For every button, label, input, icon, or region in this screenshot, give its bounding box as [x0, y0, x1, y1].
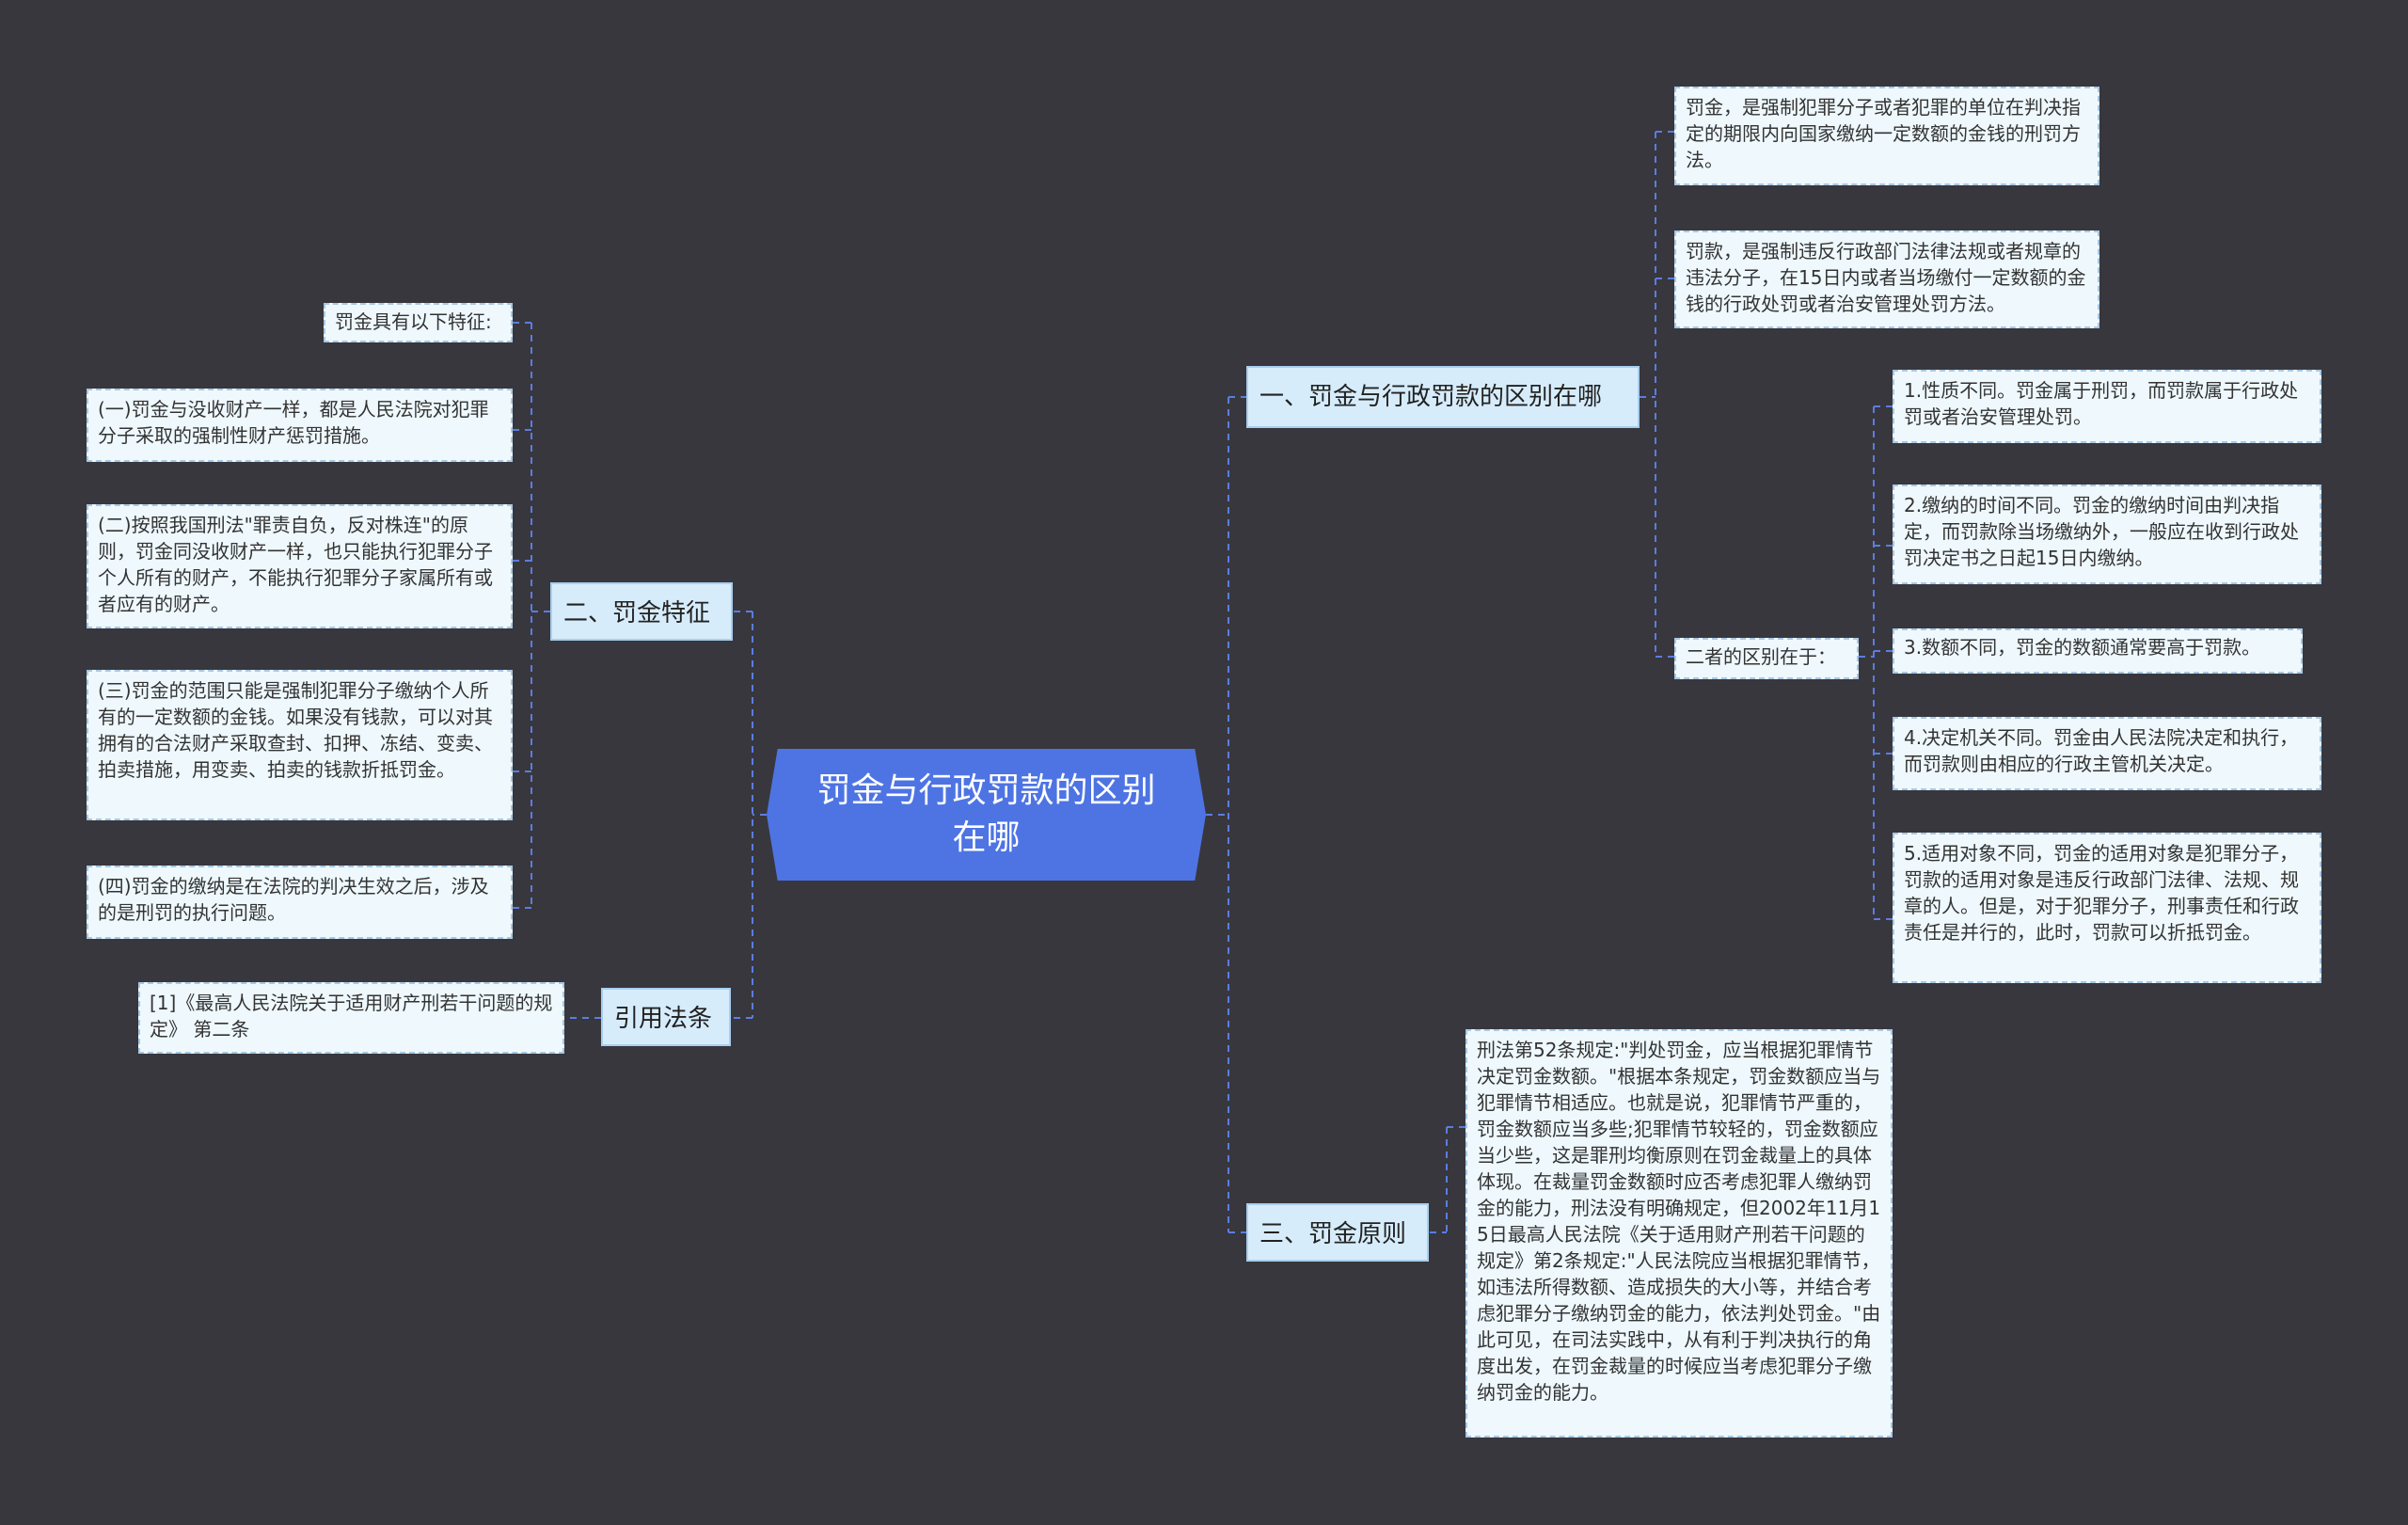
branch-difference[interactable]: 一、罚金与行政罚款的区别在哪: [1246, 366, 1640, 428]
leaf-diff-3[interactable]: 3.数额不同，罚金的数额通常要高于罚款。: [1893, 628, 2303, 674]
leaf-diff-2[interactable]: 2.缴纳的时间不同。罚金的缴纳时间由判决指定，而罚款除当场缴纳外，一般应在收到行…: [1893, 485, 2321, 584]
leaf-feature-2[interactable]: (二)按照我国刑法"罪责自负，反对株连"的原则，罚金同没收财产一样，也只能执行犯…: [87, 504, 513, 628]
leaf-principle-text-box[interactable]: 刑法第52条规定:"判处罚金，应当根据犯罪情节决定罚金数额。"根据本条规定，罚金…: [1465, 1029, 1893, 1438]
leaf-principle-text: 刑法第52条规定:"判处罚金，应当根据犯罪情节决定罚金数额。"根据本条规定，罚金…: [1477, 1039, 1881, 1404]
branch-features-label: 二、罚金特征: [563, 599, 711, 627]
leaf-feature-2-text: (二)按照我国刑法"罪责自负，反对株连"的原则，罚金同没收财产一样，也只能执行犯…: [98, 514, 493, 615]
branch-principle[interactable]: 三、罚金原则: [1246, 1203, 1429, 1262]
leaf-feature-4[interactable]: (四)罚金的缴纳是在法院的判决生效之后，涉及的是刑罚的执行问题。: [87, 866, 513, 939]
leaf-fajin-definition-text: 罚金，是强制犯罪分子或者犯罪的单位在判决指定的期限内向国家缴纳一定数额的金钱的刑…: [1686, 96, 2081, 171]
leaf-law-citation-text: [1]《最高人民法院关于适用财产刑若干问题的规定》 第二条: [150, 992, 553, 1040]
leaf-law-citation[interactable]: [1]《最高人民法院关于适用财产刑若干问题的规定》 第二条: [138, 982, 564, 1054]
branch-difference-label: 一、罚金与行政罚款的区别在哪: [1259, 383, 1603, 411]
leaf-fakuan-definition-text: 罚款，是强制违反行政部门法律法规或者规章的违法分子，在15日内或者当场缴付一定数…: [1686, 240, 2086, 315]
leaf-diff-4-text: 4.决定机关不同。罚金由人民法院决定和执行，而罚款则由相应的行政主管机关决定。: [1904, 726, 2299, 775]
leaf-diff-1[interactable]: 1.性质不同。罚金属于刑罚，而罚款属于行政处罚或者治安管理处罚。: [1893, 370, 2321, 443]
branch-features[interactable]: 二、罚金特征: [550, 582, 733, 641]
leaf-feature-1[interactable]: (一)罚金与没收财产一样，都是人民法院对犯罪分子采取的强制性财产惩罚措施。: [87, 389, 513, 462]
leaf-fakuan-definition[interactable]: 罚款，是强制违反行政部门法律法规或者规章的违法分子，在15日内或者当场缴付一定数…: [1674, 230, 2099, 328]
branch-citation-label: 引用法条: [614, 1005, 713, 1033]
leaf-diff-3-text: 3.数额不同，罚金的数额通常要高于罚款。: [1904, 636, 2261, 659]
leaf-diff-5[interactable]: 5.适用对象不同，罚金的适用对象是犯罪分子，罚款的适用对象是违反行政部门法律、法…: [1893, 833, 2321, 983]
leaf-features-intro[interactable]: 罚金具有以下特征:: [324, 303, 513, 342]
branch-citation[interactable]: 引用法条: [601, 988, 731, 1046]
leaf-feature-1-text: (一)罚金与没收财产一样，都是人民法院对犯罪分子采取的强制性财产惩罚措施。: [98, 398, 489, 447]
leaf-feature-4-text: (四)罚金的缴纳是在法院的判决生效之后，涉及的是刑罚的执行问题。: [98, 875, 489, 924]
leaf-diff-2-text: 2.缴纳的时间不同。罚金的缴纳时间由判决指定，而罚款除当场缴纳外，一般应在收到行…: [1904, 494, 2299, 569]
leaf-diff-1-text: 1.性质不同。罚金属于刑罚，而罚款属于行政处罚或者治安管理处罚。: [1904, 379, 2299, 428]
root-topic[interactable]: 罚金与行政罚款的区别在哪: [767, 749, 1206, 881]
root-topic-label: 罚金与行政罚款的区别在哪: [816, 771, 1156, 857]
leaf-feature-3-text: (三)罚金的范围只能是强制犯罪分子缴纳个人所有的一定数额的金钱。如果没有钱款，可…: [98, 679, 493, 781]
leaf-diff-5-text: 5.适用对象不同，罚金的适用对象是犯罪分子，罚款的适用对象是违反行政部门法律、法…: [1904, 842, 2299, 944]
branch-principle-label: 三、罚金原则: [1259, 1220, 1407, 1248]
leaf-difference-label[interactable]: 二者的区别在于：: [1674, 638, 1859, 679]
leaf-difference-label-text: 二者的区别在于：: [1686, 645, 1836, 668]
leaf-fajin-definition[interactable]: 罚金，是强制犯罪分子或者犯罪的单位在判决指定的期限内向国家缴纳一定数额的金钱的刑…: [1674, 87, 2099, 185]
leaf-feature-3[interactable]: (三)罚金的范围只能是强制犯罪分子缴纳个人所有的一定数额的金钱。如果没有钱款，可…: [87, 670, 513, 820]
leaf-diff-4[interactable]: 4.决定机关不同。罚金由人民法院决定和执行，而罚款则由相应的行政主管机关决定。: [1893, 717, 2321, 790]
leaf-features-intro-text: 罚金具有以下特征:: [335, 310, 492, 333]
